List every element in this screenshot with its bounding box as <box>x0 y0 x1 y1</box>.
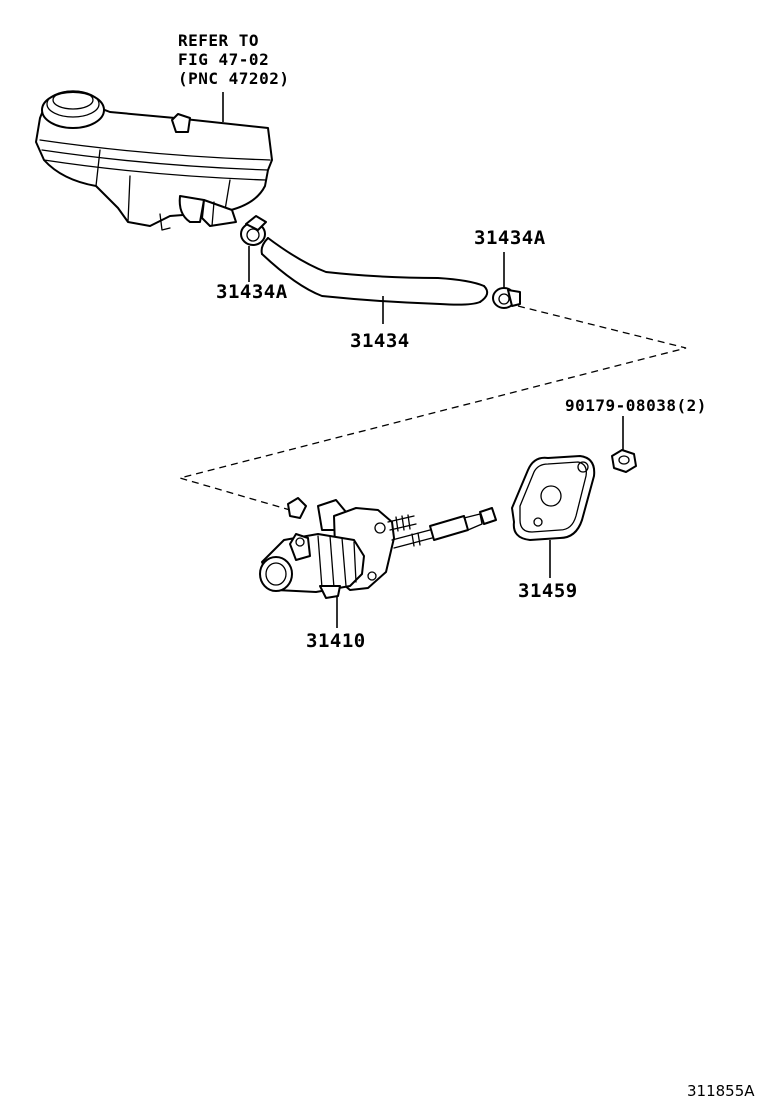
callout-hose: 31434 <box>350 330 410 352</box>
flange-nut <box>611 449 637 473</box>
clutch-master-cylinder <box>259 497 497 599</box>
callout-clip-right: 31434A <box>474 227 546 249</box>
illustration-id: 311855A <box>687 1082 755 1100</box>
cylinder-gasket-plate <box>511 455 596 541</box>
connection-dashed-line <box>177 305 687 511</box>
callout-nut: 90179-08038(2) <box>565 396 707 415</box>
callout-master-cylinder: 31410 <box>306 630 366 652</box>
callout-gasket: 31459 <box>518 580 578 602</box>
reference-note-line1: REFER TO <box>178 31 260 50</box>
hose-clip-right <box>492 287 521 309</box>
callout-clip-left: 31434A <box>216 281 288 303</box>
hose-clip-left <box>240 215 267 246</box>
reference-note-line3: (PNC 47202) <box>178 69 290 88</box>
reservoir-tank <box>35 90 273 231</box>
reservoir-hose <box>260 237 489 306</box>
reference-note-line2: FIG 47-02 <box>178 50 270 69</box>
